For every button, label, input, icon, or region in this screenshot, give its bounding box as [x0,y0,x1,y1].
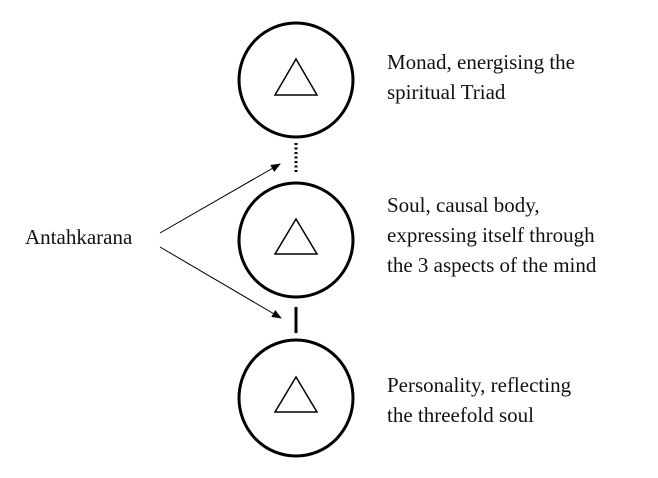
personality-triangle [273,375,319,413]
monad-description: Monad, energising the spiritual Triad [387,47,575,107]
arrow-to-dotted [159,163,281,234]
monad-triangle [273,57,319,96]
personality-line-1: Personality, reflecting [387,373,572,397]
arrow-to-solid [159,246,282,319]
soul-circle [237,181,355,299]
soul-description: Soul, causal body, expressing itself thr… [387,190,596,280]
personality-description: Personality, reflecting the threefold so… [387,370,571,430]
antahkarana-label: Antahkarana [25,225,133,249]
soul-line-1: Soul, causal body, [387,193,540,217]
soul-triangle [273,217,319,255]
personality-circle [237,338,355,458]
soul-line-2: expressing itself through [387,223,595,247]
monad-line-2: spiritual Triad [387,80,506,104]
monad-circle [237,21,355,139]
soul-line-3: the 3 aspects of the mind [387,253,597,277]
monad-line-1: Monad, energising the [387,50,575,74]
personality-line-2: the threefold soul [387,403,534,427]
